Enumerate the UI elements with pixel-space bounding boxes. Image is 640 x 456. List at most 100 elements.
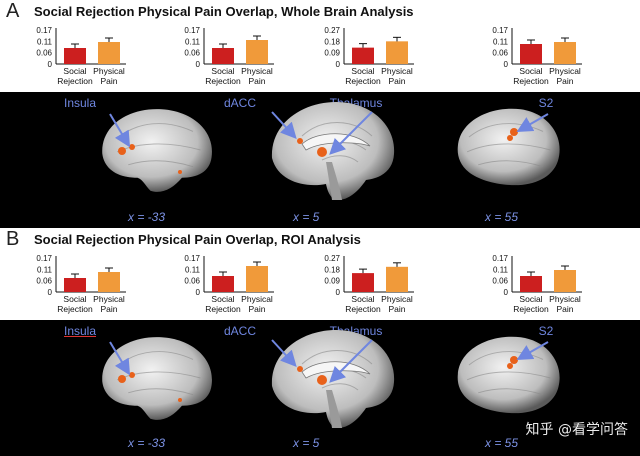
slice-coordinate: x = -33: [128, 210, 166, 224]
y-tick-label: 0.11: [185, 37, 201, 46]
y-tick-label: 0.06: [36, 49, 52, 58]
category-label: Rejection: [57, 304, 93, 314]
bar-social-rejection: [212, 48, 234, 64]
y-tick-label: 0.06: [492, 49, 508, 58]
watermark: 知乎 @看学问答: [525, 422, 628, 438]
panel-letter: A: [6, 0, 20, 22]
bar-social-rejection: [352, 47, 374, 64]
category-label: Physical: [381, 66, 413, 76]
category-label: Physical: [241, 66, 273, 76]
region-label-s2: S2: [538, 96, 554, 110]
category-label: Pain: [100, 76, 117, 86]
y-tick-label: 0.09: [324, 277, 340, 286]
bar-physical-pain: [386, 41, 408, 64]
y-tick-label: 0.11: [37, 265, 53, 274]
category-label: Social: [63, 294, 86, 304]
bar-social-rejection: [520, 44, 542, 64]
panel-letter: B: [6, 228, 20, 250]
category-label: Pain: [100, 304, 117, 314]
y-tick-label: 0.11: [37, 37, 53, 46]
slice-coordinate: x = -33: [128, 436, 166, 450]
region-label-insula: Insula: [63, 324, 97, 338]
y-tick-label: 0.17: [184, 254, 200, 263]
slice-coordinate: x = 5: [293, 436, 320, 450]
panel-b: B Social Rejection Physical Pain Overlap…: [0, 228, 640, 450]
y-tick-label: 0.06: [184, 277, 200, 286]
category-label: Rejection: [205, 304, 241, 314]
category-label: Rejection: [345, 76, 381, 86]
brain-shape: [457, 336, 560, 414]
region-label-dacc: dACC: [223, 96, 257, 110]
y-tick-label: 0.27: [324, 26, 340, 35]
y-tick-label: 0.17: [492, 254, 508, 263]
category-label: Physical: [241, 294, 273, 304]
y-tick-label: 0.06: [36, 277, 52, 286]
category-label: Social: [351, 294, 374, 304]
panel-a: A Social Rejection Physical Pain Overlap…: [0, 0, 640, 224]
brain-slice: [440, 328, 572, 433]
category-label: Social: [63, 66, 86, 76]
brain-shape: [457, 108, 560, 186]
y-tick-label: 0: [336, 60, 341, 69]
category-label: Rejection: [57, 76, 93, 86]
y-tick-label: 0: [48, 60, 53, 69]
brain-image: [102, 109, 212, 192]
panel-header: B Social Rejection Physical Pain Overlap…: [0, 228, 640, 250]
y-tick-label: 0.18: [324, 265, 340, 274]
y-tick-label: 0.11: [493, 37, 509, 46]
bar-social-rejection: [352, 273, 374, 292]
bar-physical-pain: [246, 266, 268, 292]
y-tick-label: 0.17: [36, 254, 52, 263]
category-label: Rejection: [513, 76, 549, 86]
slice-coordinate: x = 55: [485, 210, 519, 224]
bar-social-rejection: [64, 48, 86, 64]
y-tick-label: 0.11: [185, 265, 201, 274]
y-tick-label: 0.17: [36, 26, 52, 35]
y-tick-label: 0: [48, 288, 53, 297]
y-tick-label: 0: [504, 288, 509, 297]
y-tick-label: 0.09: [324, 49, 340, 58]
bar-social-rejection: [64, 278, 86, 292]
category-label: Pain: [388, 76, 405, 86]
brain-slice: [86, 328, 226, 433]
category-label: Physical: [93, 66, 125, 76]
category-label: Pain: [556, 76, 573, 86]
brain-image: [457, 108, 560, 186]
y-tick-label: 0.11: [493, 265, 509, 274]
category-label: Physical: [549, 66, 581, 76]
brain-stem: [326, 390, 342, 428]
region-label-dacc: dACC: [223, 324, 257, 338]
panel-title: Social Rejection Physical Pain Overlap, …: [34, 4, 414, 19]
brain-slice: [262, 324, 402, 437]
y-tick-label: 0: [196, 288, 201, 297]
brain-shape: [102, 337, 212, 420]
slice-coordinate: x = 55: [485, 436, 519, 450]
category-label: Rejection: [205, 76, 241, 86]
category-label: Physical: [549, 294, 581, 304]
brain-image: [102, 337, 212, 420]
category-label: Physical: [381, 294, 413, 304]
category-label: Pain: [556, 304, 573, 314]
region-label-s2: S2: [538, 324, 554, 338]
y-tick-label: 0: [196, 60, 201, 69]
category-label: Rejection: [345, 304, 381, 314]
category-label: Social: [211, 294, 234, 304]
panel-title: Social Rejection Physical Pain Overlap, …: [34, 232, 361, 247]
panel-header: A Social Rejection Physical Pain Overlap…: [0, 0, 640, 22]
bar-physical-pain: [554, 42, 576, 64]
category-label: Pain: [388, 304, 405, 314]
brain-shape: [102, 109, 212, 192]
category-label: Physical: [93, 294, 125, 304]
